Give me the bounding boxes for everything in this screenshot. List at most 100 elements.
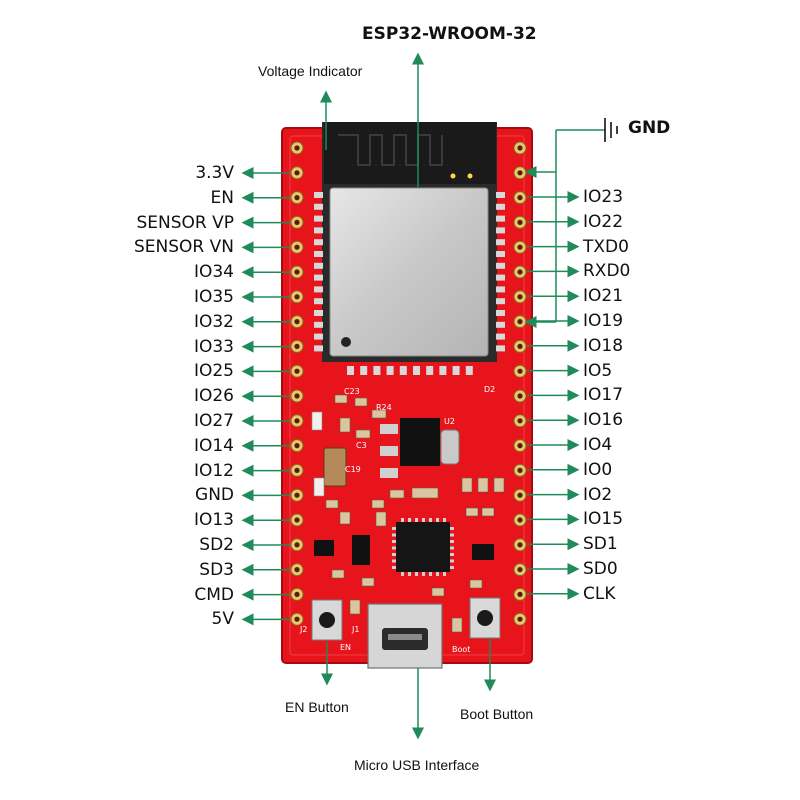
module-pad [347,366,354,375]
chip-pin [401,572,404,576]
left-pin-label: IO12 [193,460,234,481]
left-pin-label: CMD [194,584,234,605]
header-hole-inner [517,616,523,622]
right-pin-label: IO21 [583,286,624,307]
header-hole-inner [517,195,523,201]
right-pin-label: IO19 [583,311,624,331]
module-pad [496,192,505,198]
header-hole-inner [294,269,300,275]
module-pad [496,345,505,352]
right-pin-label: IO18 [583,335,624,356]
callout-lines [320,52,605,740]
chip-pin [392,540,396,543]
en-button[interactable] [311,599,343,641]
module-pad [314,227,323,234]
chip-pin [450,559,454,563]
boot-button[interactable] [469,597,501,639]
module-pad [496,298,505,305]
esp32-module [322,122,497,362]
module-pad [439,366,447,375]
header-hole-inner [294,343,300,349]
header-hole-inner [294,319,300,325]
chip-pin [443,572,446,576]
usb-uart-chip [396,522,450,572]
header-hole-inner [517,170,523,176]
chip-pin [450,527,454,530]
module-title: ESP32-WROOM-32 [362,24,537,44]
right-pin-label: IO2 [583,484,613,505]
chip-pin [392,527,396,530]
micro-usb-port[interactable] [367,603,443,669]
module-pad [413,366,420,375]
right-pin-label: IO22 [583,211,624,232]
module-pad [314,192,323,198]
pin-arrows [241,167,580,626]
silk-en: EN [340,643,351,652]
right-pin-label: IO4 [583,435,613,455]
rf-shield [329,187,489,357]
silk-c3: C3 [356,441,367,450]
left-pin-label: IO13 [193,510,234,531]
module-pad [496,274,505,281]
header-hole-inner [517,443,523,449]
module-pad [360,366,368,375]
silk-c23: C23 [344,387,360,396]
left-pin-label: IO14 [193,435,234,456]
header-hole-inner [517,343,523,349]
header-hole-inner [517,567,523,573]
module-pad [496,227,505,234]
module-pad [496,239,505,246]
chip-pin [450,566,454,569]
right-pin-label: IO17 [583,385,624,406]
module-pad [496,215,505,222]
left-pin-label: IO35 [193,287,234,307]
module-pad [314,345,323,352]
right-pin-label: SD1 [583,534,618,555]
chip-pin [429,572,432,576]
module-pads [314,192,505,375]
header-hole-inner [517,294,523,300]
header-hole-inner [517,393,523,399]
module-pad [314,215,323,222]
ground-symbol-icon [604,118,618,142]
silk-j2: J2 [299,625,307,634]
module-pad [314,274,323,281]
chip-pin [392,566,396,569]
right-pin-label: SD0 [583,559,618,579]
header-hole-inner [294,443,300,449]
module-pad [314,203,323,210]
header-hole-inner [294,616,300,622]
module-pad [496,251,505,257]
module-pad [496,286,505,293]
header-hole-inner [517,591,523,598]
header-hole-inner [517,492,523,498]
module-pad [496,310,505,316]
chip-pin [392,559,396,563]
chip-pin [415,572,418,576]
header-hole-inner [294,244,300,250]
module-pad [314,262,323,269]
header-hole-inner [517,319,523,325]
module-pad [399,366,407,375]
chip-pin [408,518,411,522]
chip-pin [422,518,425,522]
header-hole-inner [294,393,300,399]
silk-j1: J1 [351,625,359,634]
left-pin-label: GND [195,485,234,506]
left-pin-label: SENSOR VP [136,212,234,233]
header-hole-inner [517,269,523,275]
chip-pin [408,572,411,576]
header-hole-inner [294,418,300,424]
en-button-label: EN Button [285,699,349,715]
chip-pin [443,518,446,522]
right-pin-label: CLK [583,583,616,604]
header-hole-inner [294,219,300,225]
header-hole-inner [294,145,300,151]
module-pad [496,262,505,269]
silk-boot: Boot [452,645,470,654]
silk-r24: R24 [376,403,392,412]
header-hole-inner [294,591,300,598]
header-hole-inner [517,418,523,424]
header-hole-inner [517,368,523,374]
